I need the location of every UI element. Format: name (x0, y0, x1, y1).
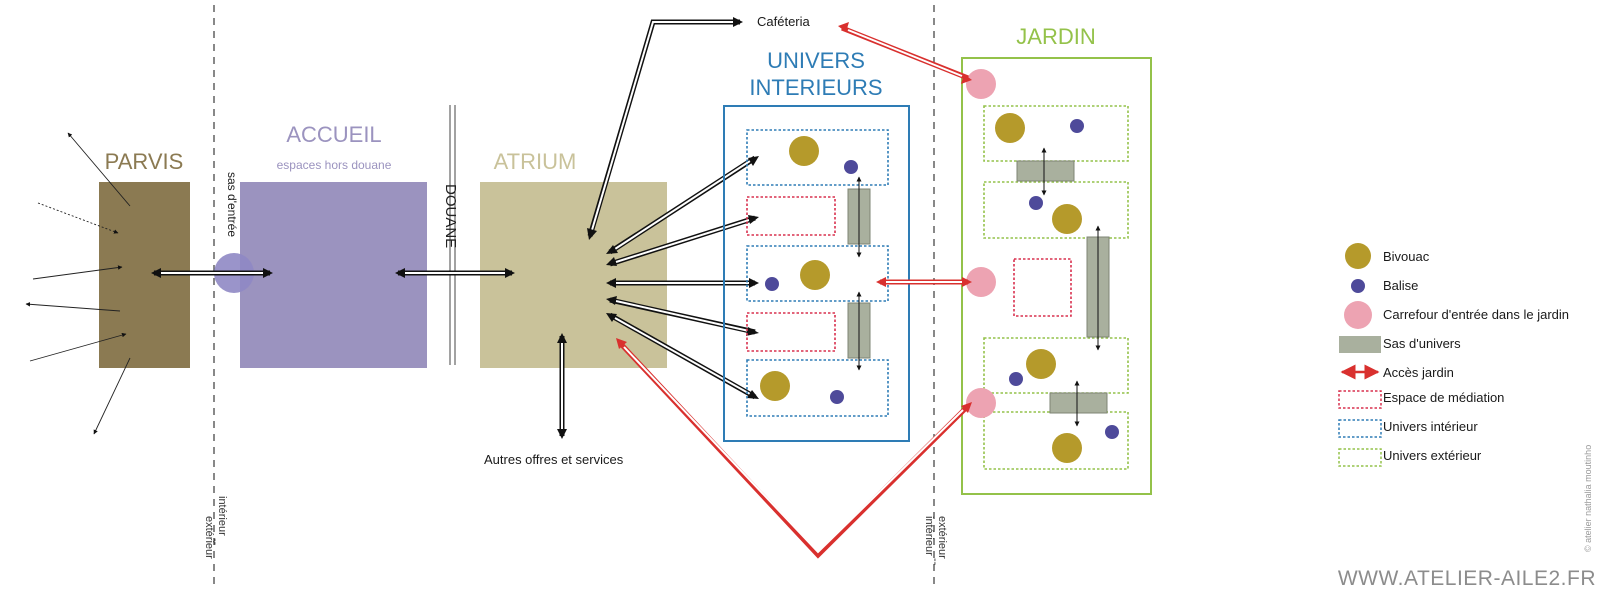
legend-label-interieur: Univers intérieur (1383, 419, 1478, 434)
boundary-left-label-1: intérieur (216, 496, 228, 536)
sas-entree-label: sas d'entrée (225, 172, 239, 237)
accueil-subtitle: espaces hors douane (277, 158, 392, 172)
jardin-frame (961, 57, 1152, 495)
univers-title-line1: UNIVERS (767, 48, 865, 73)
balises-interieur (765, 160, 858, 404)
legend-label-carrefour: Carrefour d'entrée dans le jardin (1383, 307, 1569, 322)
legend: Bivouac Balise Carrefour d'entrée dans l… (1338, 243, 1569, 467)
acces-jardin-flows (616, 22, 972, 559)
univers-interieur-rooms (746, 129, 889, 417)
atrium-title: ATRIUM (494, 149, 577, 174)
accueil-block (240, 182, 427, 368)
parvis-title: PARVIS (105, 149, 184, 174)
balises-jardin (1009, 119, 1119, 439)
boundary-right-label-3: intérieur (923, 516, 935, 556)
legend-item-balise: Balise (1351, 278, 1418, 293)
carrefours-jardin (966, 69, 996, 418)
legend-label-mediation: Espace de médiation (1383, 390, 1504, 405)
mediation-space-jardin (1013, 258, 1072, 317)
legend-item-sas: Sas d'univers (1339, 336, 1461, 353)
univers-title-line2: INTERIEURS (749, 75, 882, 100)
legend-label-balise: Balise (1383, 278, 1418, 293)
boundary-right-label-1: extérieur (936, 516, 948, 559)
jardin-title: JARDIN (1016, 24, 1095, 49)
legend-item-carrefour: Carrefour d'entrée dans le jardin (1344, 301, 1569, 329)
autres-services-label: Autres offres et services (484, 452, 624, 467)
website-footer: WWW.ATELIER-AILE2.FR (1338, 567, 1596, 590)
legend-item-mediation: Espace de médiation (1338, 390, 1504, 409)
bivouacs-interieur (760, 136, 830, 401)
legend-item-interieur: Univers intérieur (1338, 419, 1478, 438)
legend-item-exterieur: Univers extérieur (1338, 448, 1482, 467)
main-flows (151, 17, 759, 439)
boundary-left-label-3: extérieur (203, 516, 215, 559)
boundary-right-label-2: -- (929, 558, 941, 566)
legend-label-exterieur: Univers extérieur (1383, 448, 1482, 463)
boundary-left-label-2: -- (209, 538, 221, 546)
legend-label-bivouac: Bivouac (1383, 249, 1430, 264)
bivouacs-jardin (995, 113, 1082, 463)
legend-item-acces: Accès jardin (1340, 364, 1454, 380)
sas-flows-jardin (1041, 147, 1101, 427)
legend-label-sas: Sas d'univers (1383, 336, 1461, 351)
credit-text: © atelier nathalia moutinho (1583, 445, 1593, 552)
accueil-title: ACCUEIL (286, 122, 381, 147)
univers-interieurs-frame (723, 105, 910, 442)
douane-label: DOUANE (442, 184, 459, 248)
legend-item-bivouac: Bivouac (1345, 243, 1430, 269)
legend-label-acces: Accès jardin (1383, 365, 1454, 380)
cafeteria-label: Caféteria (757, 14, 811, 29)
parvis-flows (25, 132, 131, 435)
